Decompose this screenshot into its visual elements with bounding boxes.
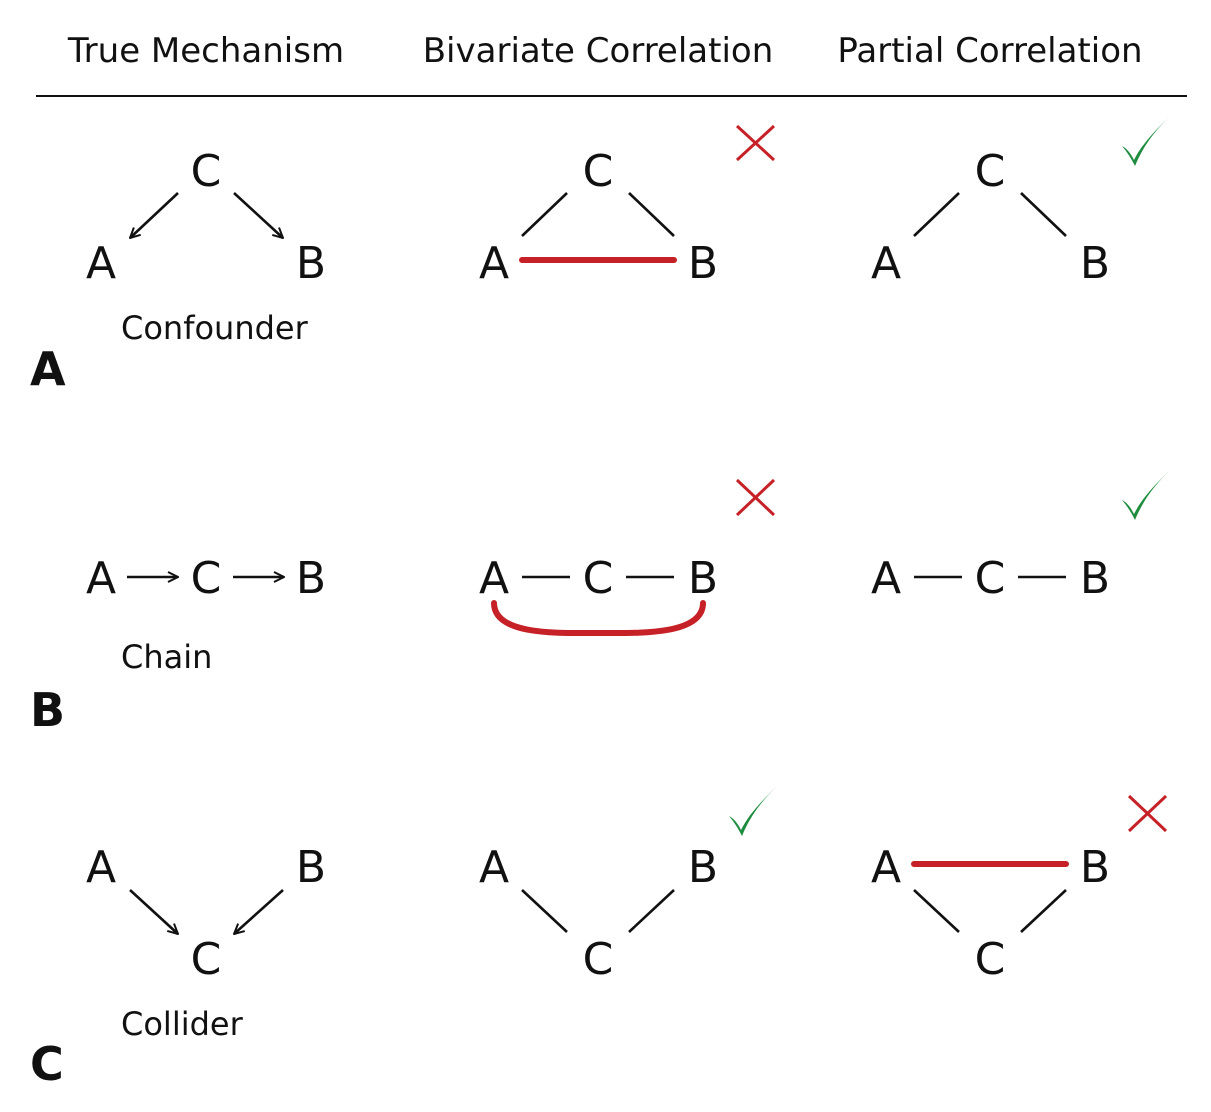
edge-c-b [1020,889,1067,933]
node-b: B [1080,842,1110,893]
caption-confounder: Confounder [121,309,309,347]
row-chain: A C B Chain A C B A C B B [30,470,1170,737]
node-c: C [191,934,222,985]
panel-label-b: B [30,683,65,737]
edge-a-c [913,192,960,237]
node-a: A [871,553,901,604]
node-a: A [871,842,901,893]
check-icon [1122,116,1170,166]
row-confounder: C A B Confounder C A B C A B A [30,116,1170,396]
cross-icon [1127,794,1168,833]
node-b: B [296,553,326,604]
node-a: A [479,238,509,289]
node-a: A [871,238,901,289]
node-a: A [86,553,116,604]
node-c: C [583,553,614,604]
node-b: B [688,553,718,604]
arrow-a-to-c [129,889,178,934]
node-c: C [975,146,1006,197]
panel-label-a: A [30,342,66,396]
arrow-c-to-b [233,192,283,238]
node-b: B [1080,238,1110,289]
node-a: A [86,842,116,893]
cross-icon [735,124,776,162]
node-c: C [583,146,614,197]
node-c: C [583,934,614,985]
header-true-mechanism: True Mechanism [67,31,344,71]
edge-c-b [628,889,675,933]
edge-a-c [913,889,960,933]
caption-collider: Collider [121,1005,244,1043]
node-c: C [191,553,222,604]
node-b: B [296,842,326,893]
node-a: A [479,553,509,604]
node-b: B [688,842,718,893]
node-a: A [479,842,509,893]
node-b: B [296,238,326,289]
cross-icon [735,478,776,517]
edge-a-c [521,889,568,933]
check-icon [1122,470,1170,520]
arrow-c-to-a [130,192,179,238]
node-c: C [191,146,222,197]
node-c: C [975,934,1006,985]
header-partial-correlation: Partial Correlation [837,31,1142,71]
node-b: B [688,238,718,289]
spurious-edge-a-b [491,600,706,637]
edge-c-b [1020,192,1067,237]
panel-label-c: C [30,1037,64,1091]
edge-c-b [628,192,675,237]
caption-chain: Chain [121,638,212,676]
arrow-b-to-c [234,889,284,934]
header-bivariate-correlation: Bivariate Correlation [423,31,774,71]
node-c: C [975,553,1006,604]
check-icon [729,786,777,836]
node-a: A [86,238,116,289]
node-b: B [1080,553,1110,604]
edge-a-c [521,192,568,237]
row-collider: A B C Collider A B C A B C C [30,786,1168,1091]
